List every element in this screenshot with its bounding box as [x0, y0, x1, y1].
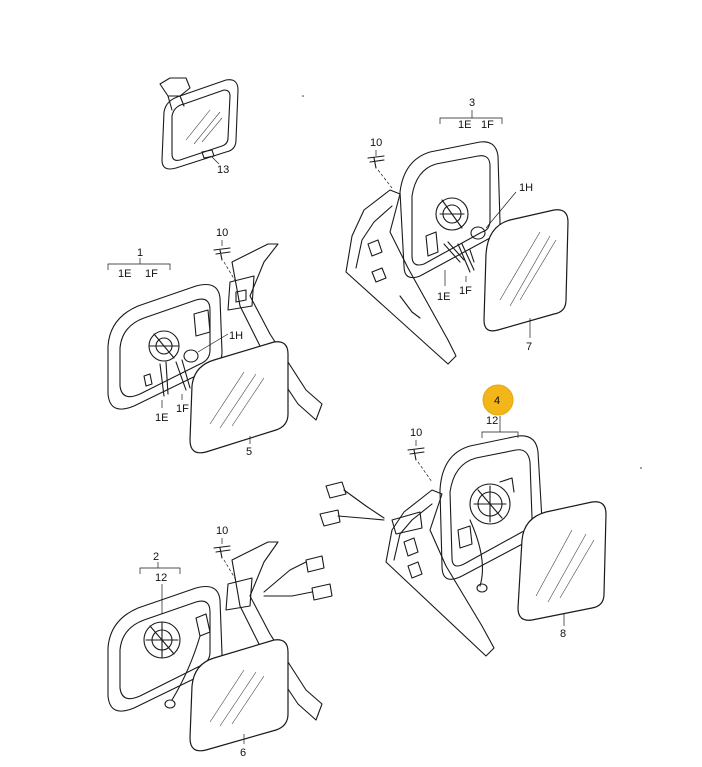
interior-mirror-assembly: 13: [159, 77, 239, 176]
label-part-4-12: 12: [486, 415, 498, 427]
label-part-1-1f: 1F: [145, 268, 158, 280]
label-part-7: 7: [526, 341, 532, 353]
label-part-4: 4: [494, 395, 500, 407]
mirror-assembly-4: 4 12 10 8: [319, 384, 607, 657]
label-part-3: 3: [469, 97, 475, 109]
label-part-2-12: 12: [155, 572, 167, 584]
label-part-2: 2: [153, 551, 159, 563]
label-part-10-a: 10: [370, 137, 382, 149]
label-part-3-1f: 1F: [481, 119, 494, 131]
mirror-assembly-1: 1 1E 1F 10 1H 1E 1F: [107, 227, 323, 458]
label-part-1-1e: 1E: [118, 268, 131, 280]
label-part-3-1e: 1E: [458, 119, 471, 131]
label-part-1h-a: 1H: [519, 182, 533, 194]
label-part-1e-b: 1E: [155, 412, 168, 424]
label-part-1: 1: [137, 247, 143, 259]
callout-highlight-4[interactable]: [482, 384, 514, 416]
label-part-5: 5: [246, 446, 252, 458]
label-part-13: 13: [217, 164, 229, 176]
mirror-assembly-3: 3 1E 1F 10 1H 1E 1F: [345, 97, 569, 365]
label-part-1f-b: 1F: [176, 403, 189, 415]
label-part-8: 8: [560, 628, 566, 640]
mirror-assembly-2: 2 12 10 6: [107, 525, 333, 759]
label-part-1f-a: 1F: [459, 285, 472, 297]
label-part-1h-b: 1H: [229, 330, 243, 342]
label-part-6: 6: [240, 747, 246, 759]
label-part-10-b: 10: [216, 227, 228, 239]
label-part-10-c: 10: [410, 427, 422, 439]
label-part-1e-a: 1E: [437, 291, 450, 303]
label-part-10-d: 10: [216, 525, 228, 537]
